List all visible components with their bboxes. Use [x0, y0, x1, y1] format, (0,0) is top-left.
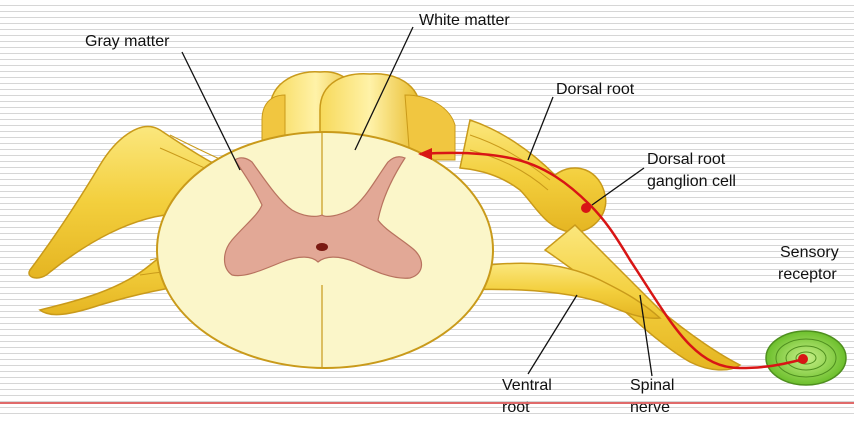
- central-canal: [316, 243, 328, 251]
- ventral-root-label-line2: root: [502, 398, 530, 418]
- rule-line: [0, 402, 854, 404]
- white-matter-label: White matter: [419, 11, 510, 31]
- spinal-nerve-label-line2: nerve: [630, 398, 670, 418]
- sensory-receptor-label-line1: Sensory: [780, 243, 839, 263]
- dorsal-root-ganglion-label-line1: Dorsal root: [647, 150, 725, 170]
- ventral-root-label-line1: Ventral: [502, 376, 552, 396]
- ganglion-cell-body: [581, 203, 591, 213]
- gray-matter-label: Gray matter: [85, 32, 169, 52]
- receptor-endpoint: [798, 354, 808, 364]
- spinal-cord-cross-section: [157, 132, 493, 368]
- dorsal-root-label: Dorsal root: [556, 80, 634, 100]
- dorsal-root-ganglion-label-line2: ganglion cell: [647, 172, 736, 192]
- spinal-nerve-label-line1: Spinal: [630, 376, 674, 396]
- sensory-receptor-label-line2: receptor: [778, 265, 837, 285]
